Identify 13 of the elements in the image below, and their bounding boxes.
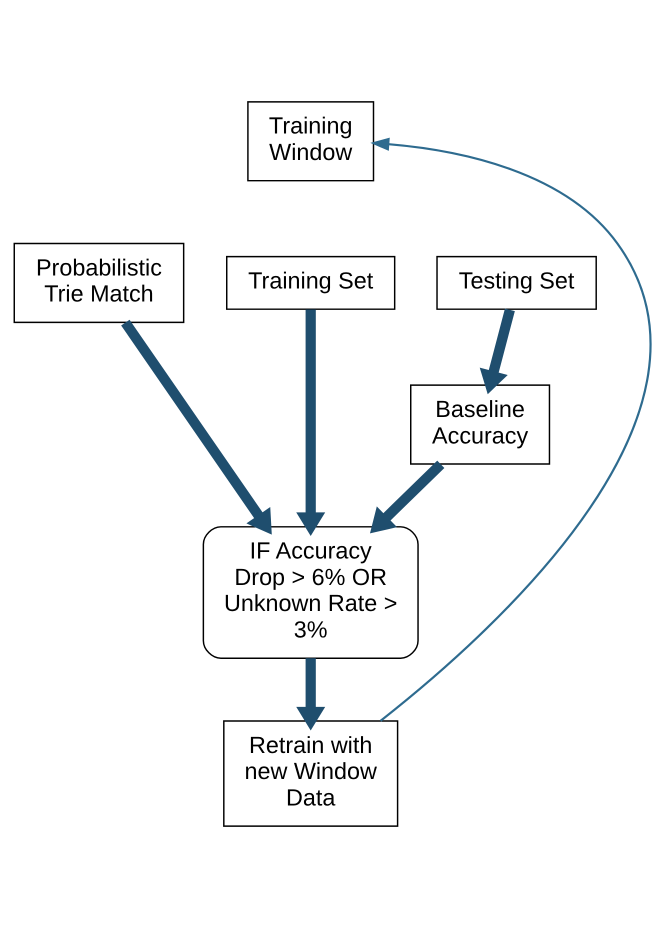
- arrow: [121, 320, 272, 535]
- arrow: [480, 308, 515, 394]
- node-box: Retrain with new Window Data: [223, 720, 398, 827]
- arrow: [296, 309, 326, 536]
- node-box: Training Window: [247, 101, 374, 182]
- node-box: Testing Set: [436, 256, 597, 310]
- node-box: Training Set: [226, 256, 396, 310]
- node-box: Baseline Accuracy: [410, 384, 550, 465]
- node-box: Probabilistic Trie Match: [14, 242, 184, 324]
- arrow: [370, 460, 444, 534]
- node-box: IF Accuracy Drop > 6% OR Unknown Rate > 3%: [202, 526, 419, 659]
- arrow: [370, 138, 651, 722]
- arrow: [296, 658, 326, 731]
